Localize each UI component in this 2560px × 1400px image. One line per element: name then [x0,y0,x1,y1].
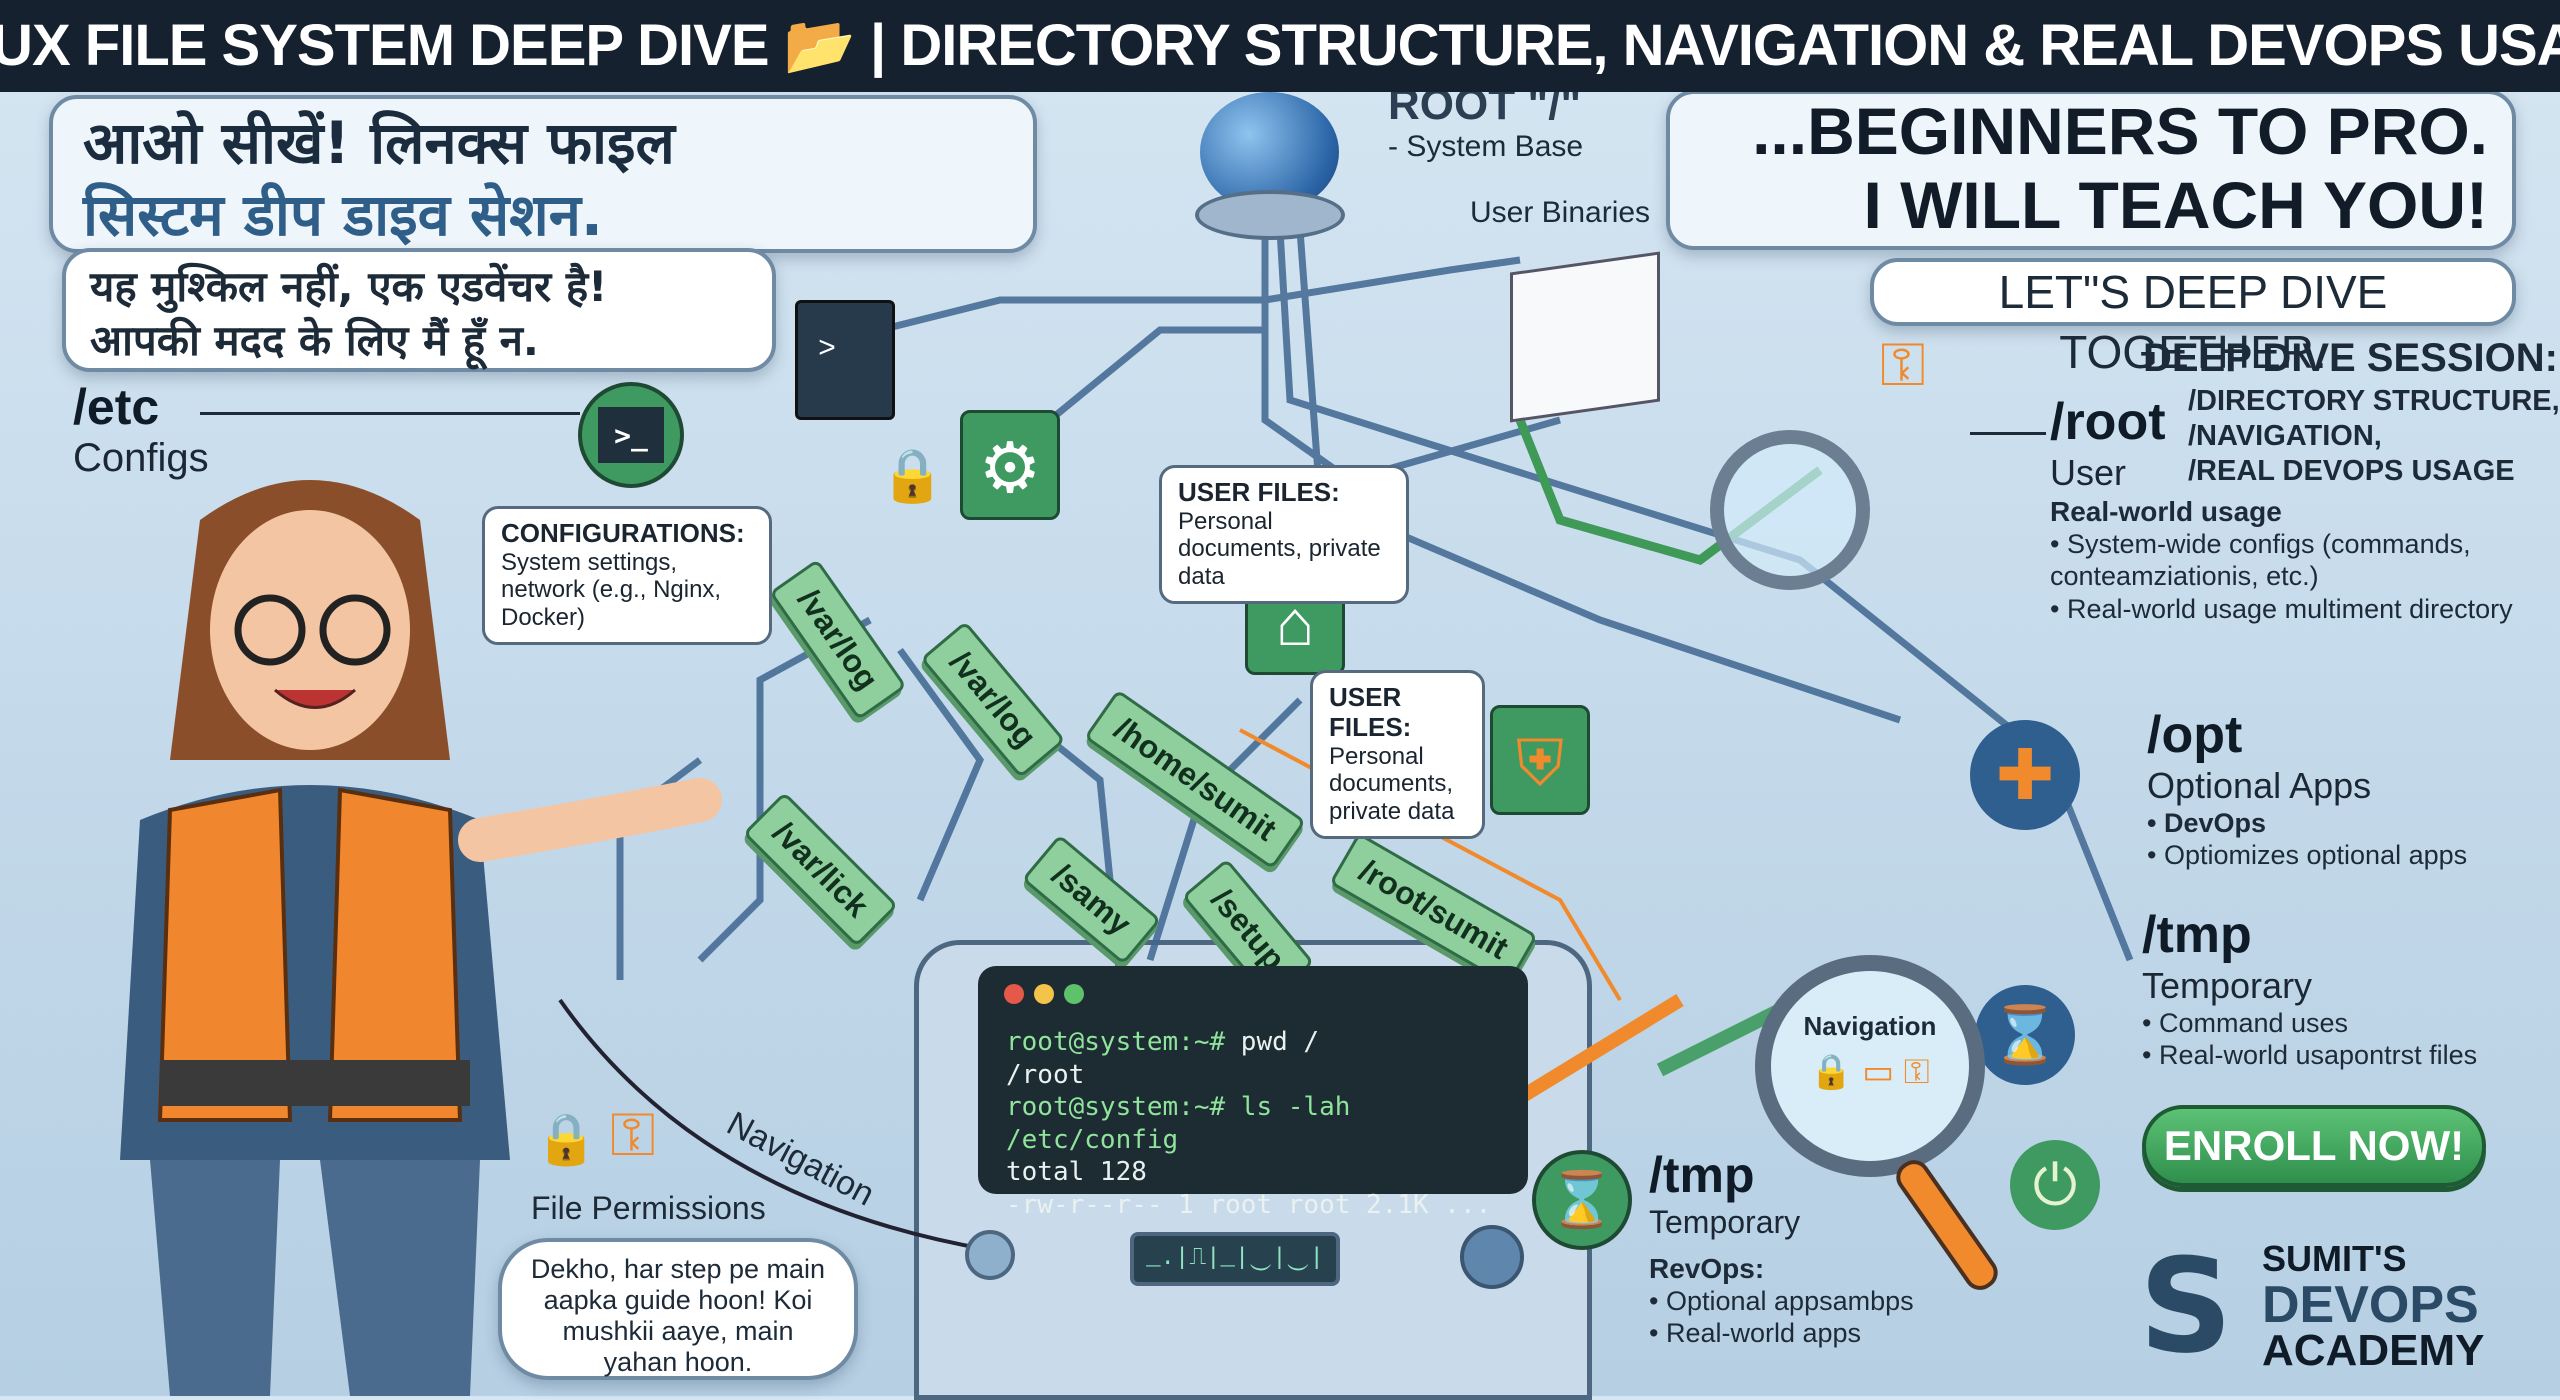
root-dir-block: /root User [2050,392,2166,494]
etc-leader-line [200,412,580,415]
opt-bullets: DevOps Optiomizes optional apps [2147,807,2467,872]
configurations-callout: CONFIGURATIONS: System settings, network… [482,506,772,645]
guide-character-illustration [120,480,722,1396]
waveform-display: _.|⎍|_|‿|‿| [1130,1232,1340,1286]
promo-line-2: I WILL TEACH YOU! [1863,168,2488,242]
power-icon: ⏻ [2010,1140,2100,1230]
terminal-line: /root [1006,1059,1085,1090]
configurations-title: CONFIGURATIONS: [501,518,745,548]
user-files-text-1: Personal documents, private data [1178,507,1381,591]
minimize-dot-icon [1034,984,1054,1004]
opt-name: /opt [2147,706,2243,764]
tmp-desc: Temporary [2142,965,2313,1006]
terminal-line: -rw-r--r-- 1 root root 2.1K ... [1006,1189,1492,1220]
padlock-icon: 🔒 [880,447,945,505]
terminal-icon: >_ [578,382,684,488]
etc-label: /etc Configs [73,378,209,481]
dial-button[interactable] [1460,1225,1524,1289]
hindi-line-3: यह मुश्किल नहीं, एक एडवेंचर है! [90,262,608,311]
gear-folder-icon: ⚙ [960,410,1060,520]
root-dir-name: /root [2050,393,2166,451]
user-files-text-2: Personal documents, private data [1329,742,1455,825]
etc-name: /etc [73,379,160,435]
root-leader-line [1970,432,2046,435]
root-usage-bullets: System-wide configs (commands, conteamzi… [2050,528,2520,625]
tmp-name: /tmp [2142,906,2252,964]
tmp-bullets: Command uses Real-world usapontrst files [2142,1007,2477,1072]
root-platform [1195,190,1345,240]
logo-s-icon: S [2139,1230,2233,1382]
tmp-lower-desc: Temporary [1649,1204,1801,1240]
terminal-window-icon: > [795,300,895,420]
key-icon: ⚿ [610,1101,656,1168]
session-topics: /DIRECTORY STRUCTURE, /NAVIGATION, /REAL… [2188,385,2560,487]
root-node-desc: - System Base [1388,130,1584,163]
navigation-lens: Navigation 🔒 ▭ ⚿ [1755,955,1985,1177]
hindi-line-4: आपकी मदद के लिए मैं हूँ न. [90,316,539,365]
enroll-now-button[interactable]: ENROLL NOW! [2142,1105,2486,1187]
root-dir-desc: User [2050,452,2127,493]
opt-desc: Optional Apps [2147,765,2372,806]
lock-key-flow-icon: 🔒 ▭ ⚿ [1810,1053,1930,1091]
window-controls [1004,984,1084,1004]
terminal-screen: root@system:~# pwd / /root root@system:~… [978,966,1528,1220]
shield-folder-icon: ⛨ [1490,705,1590,815]
promo-bubble: ...BEGINNERS TO PRO. I WILL TEACH YOU! [1666,90,2516,250]
magnifier-icon [1710,430,1870,590]
terminal-line: total 128 [1006,1157,1147,1187]
hindi-sub-bubble: यह मुश्किल नहीं, एक एडवेंचर है! आपकी मदद… [62,248,776,372]
configurations-text: System settings, network (e.g., Nginx, D… [501,548,722,632]
user-files-callout-2: USER FILES: Personal documents, private … [1310,670,1485,839]
file-permissions-label: File Permissions [531,1190,766,1226]
tmp-lower-block: /tmp Temporary RevOps: Optional appsambp… [1649,1146,1914,1350]
promo-line-1: ...BEGINNERS TO PRO. [1752,94,2488,168]
user-files-title-2: USER FILES: [1329,682,1412,742]
knob-button[interactable] [965,1230,1015,1280]
root-usage-block: Real-world usage System-wide configs (co… [2050,496,2520,625]
root-usage-heading: Real-world usage [2050,496,2282,527]
lock-icon: 🔒 [535,1111,598,1167]
hindi-heading-bubble: आओ सीखें! लिनक्स फाइल सिस्टम डीप डाइव से… [49,95,1037,253]
key-icon: ⚿ [1880,331,1926,398]
hindi-line-1: आओ सीखें! लिनक्स फाइल [83,109,675,177]
close-dot-icon [1004,984,1024,1004]
terminal-line: root@system:~# ls -lah /etc/config [1006,1092,1351,1155]
hindi-line-2: सिस्टम डीप डाइव सेशन. [83,181,603,249]
tmp-lower-name: /tmp [1649,1147,1755,1203]
opt-block: /opt Optional Apps DevOps Optiomizes opt… [2147,705,2467,872]
user-files-title-1: USER FILES: [1178,477,1340,507]
terminal-line: root@system:~# pwd / [1006,1027,1320,1057]
speech-bubble: Dekho, har step pe main aapka guide hoon… [498,1238,858,1380]
title-banner: LINUX FILE SYSTEM DEEP DIVE 📂 | DIRECTOR… [0,0,2560,92]
etc-desc: Configs [73,436,209,480]
navigation-lens-label: Navigation [1803,1011,1937,1041]
tmp-lower-heading: RevOps: [1649,1253,1765,1284]
tmp-lower-bullets: Optional appsambps Real-world apps [1649,1285,1914,1350]
academy-logo: SUMIT'S DEVOPS ACADEMY [2262,1238,2485,1375]
hourglass-icon: ⌛ [1532,1150,1632,1250]
hourglass-icon: ⌛ [1975,985,2075,1085]
root-node-label: ROOT "/" - System Base [1388,80,1583,164]
user-binaries-document-icon [1510,251,1660,423]
deep-dive-together-pill: LET"S DEEP DIVE TOGETHER. [1870,258,2516,378]
tmp-block: /tmp Temporary Command uses Real-world u… [2142,905,2477,1072]
maximize-dot-icon [1064,984,1084,1004]
user-binaries-label: User Binaries [1470,196,1651,229]
puzzle-icon: ✚ [1970,720,2080,830]
session-heading: DEEP DIVE SESSION: [2143,336,2558,380]
user-files-callout-1: USER FILES: Personal documents, private … [1159,465,1409,604]
